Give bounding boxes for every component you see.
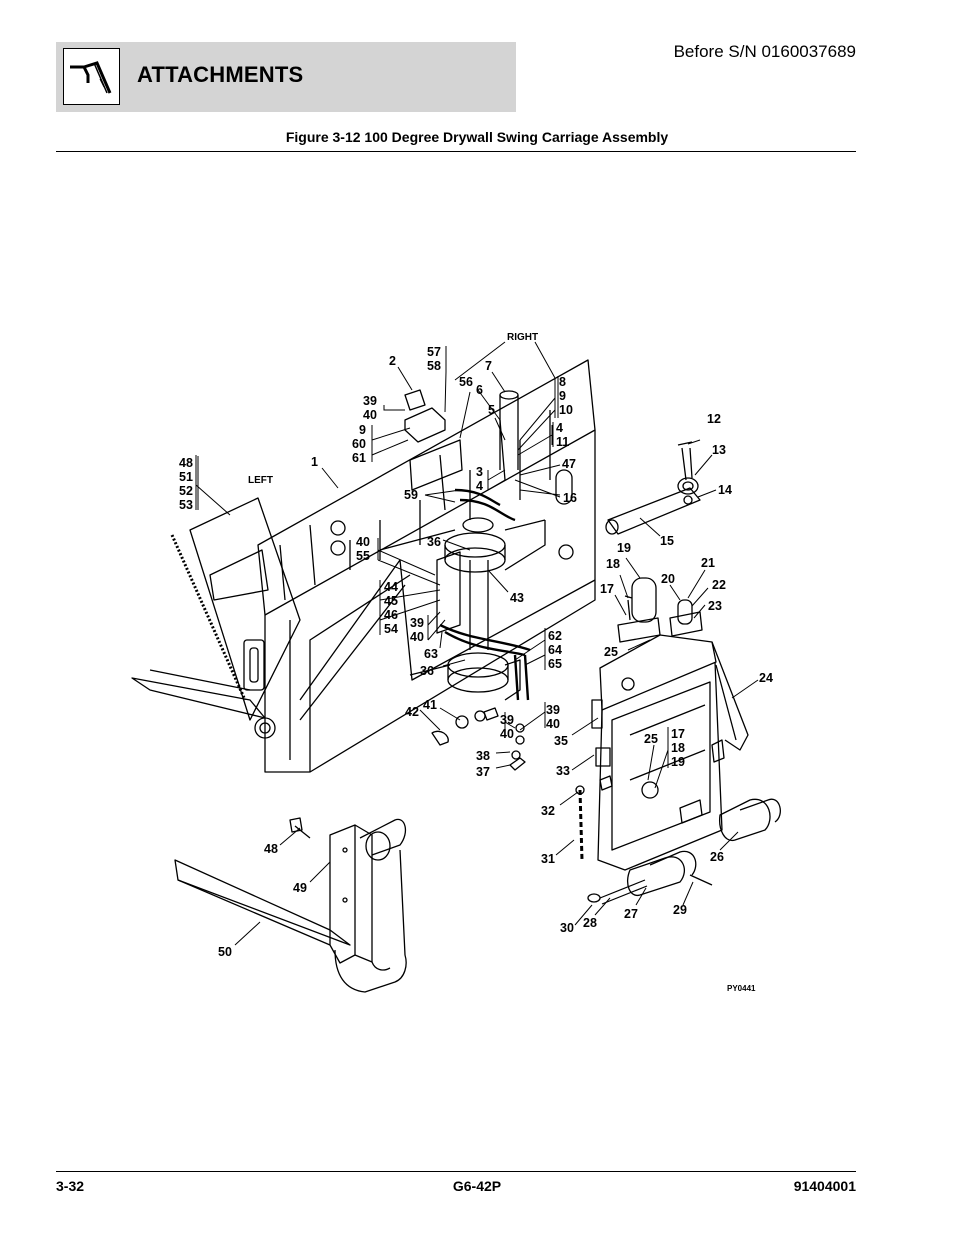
callout-39b: 39 <box>410 616 424 630</box>
callout-31: 31 <box>541 852 555 866</box>
callout-21: 21 <box>701 556 715 570</box>
callout-55: 55 <box>356 549 370 563</box>
callout-36b: 36 <box>420 664 434 678</box>
callout-48b: 48 <box>264 842 278 856</box>
callout-14: 14 <box>718 483 732 497</box>
footer-divider <box>56 1171 856 1172</box>
callout-40d: 40 <box>500 727 514 741</box>
callout-4a: 4 <box>476 479 483 493</box>
callout-12: 12 <box>707 412 721 426</box>
side-label-left: LEFT <box>248 475 273 486</box>
callout-40b: 40 <box>356 535 370 549</box>
callout-4b: 4 <box>556 421 563 435</box>
callout-18b: 18 <box>671 741 685 755</box>
callout-23: 23 <box>708 599 722 613</box>
side-label-right: RIGHT <box>507 332 538 343</box>
callout-54: 54 <box>384 622 398 636</box>
callout-36a: 36 <box>427 535 441 549</box>
callout-18a: 18 <box>606 557 620 571</box>
header-banner <box>56 42 516 112</box>
callout-56: 56 <box>459 375 473 389</box>
section-title: ATTACHMENTS <box>137 62 304 87</box>
callout-6: 6 <box>476 383 483 397</box>
callout-9a: 9 <box>559 389 566 403</box>
callout-26: 26 <box>710 850 724 864</box>
callout-32: 32 <box>541 804 555 818</box>
callout-44: 44 <box>384 580 398 594</box>
callout-28: 28 <box>583 916 597 930</box>
callout-8: 8 <box>559 375 566 389</box>
callout-40c: 40 <box>410 630 424 644</box>
callout-7: 7 <box>485 359 492 373</box>
callout-29: 29 <box>673 903 687 917</box>
callout-40e: 40 <box>546 717 560 731</box>
callout-19b: 19 <box>671 755 685 769</box>
model-number: G6-42P <box>452 1178 502 1194</box>
callout-52: 52 <box>179 484 193 498</box>
callout-19a: 19 <box>617 541 631 555</box>
callout-39a: 39 <box>363 394 377 408</box>
callout-45: 45 <box>384 594 398 608</box>
callout-53: 53 <box>179 498 193 512</box>
serial-note: Before S/N 0160037689 <box>673 42 856 61</box>
callout-27: 27 <box>624 907 638 921</box>
callout-2: 2 <box>389 354 396 368</box>
callout-59: 59 <box>404 488 418 502</box>
callout-5: 5 <box>488 403 495 417</box>
callout-30: 30 <box>560 921 574 935</box>
callout-46: 46 <box>384 608 398 622</box>
callout-35: 35 <box>554 734 568 748</box>
callout-58: 58 <box>427 359 441 373</box>
callout-17b: 17 <box>671 727 685 741</box>
callout-65: 65 <box>548 657 562 671</box>
callout-61: 61 <box>352 451 366 465</box>
callout-49: 49 <box>293 881 307 895</box>
callout-11: 11 <box>556 435 569 449</box>
callout-50: 50 <box>218 945 232 959</box>
attachment-hook-icon <box>63 48 120 105</box>
callout-24: 24 <box>759 671 773 685</box>
callout-39c: 39 <box>500 713 514 727</box>
callout-25a: 25 <box>604 645 618 659</box>
callout-42: 42 <box>405 705 419 719</box>
callout-47: 47 <box>562 457 576 471</box>
callout-43: 43 <box>510 591 524 605</box>
callout-62: 62 <box>548 629 562 643</box>
part-number: 91404001 <box>793 1178 856 1194</box>
figure-title: Figure 3-12 100 Degree Drywall Swing Car… <box>285 129 669 145</box>
callout-25b: 25 <box>644 732 658 746</box>
callout-1: 1 <box>311 455 318 469</box>
callout-9b: 9 <box>359 423 366 437</box>
callout-40a: 40 <box>363 408 377 422</box>
header-divider <box>56 151 856 152</box>
callout-64: 64 <box>548 643 562 657</box>
callout-10: 10 <box>559 403 573 417</box>
callout-63: 63 <box>424 647 438 661</box>
callout-20: 20 <box>661 572 675 586</box>
callout-3: 3 <box>476 465 483 479</box>
callout-38: 38 <box>476 749 490 763</box>
callout-33: 33 <box>556 764 570 778</box>
page-number: 3-32 <box>56 1178 85 1194</box>
callout-48a: 48 <box>179 456 193 470</box>
callout-60: 60 <box>352 437 366 451</box>
callout-51: 51 <box>179 470 193 484</box>
callout-16: 16 <box>563 491 577 505</box>
callout-41: 41 <box>423 698 437 712</box>
callout-13: 13 <box>712 443 726 457</box>
callout-57: 57 <box>427 345 441 359</box>
callout-15: 15 <box>660 534 674 548</box>
callout-37: 37 <box>476 765 490 779</box>
drawing-id: PY0441 <box>727 984 756 993</box>
callout-17a: 17 <box>600 582 614 596</box>
callout-39d: 39 <box>546 703 560 717</box>
callout-22: 22 <box>712 578 726 592</box>
